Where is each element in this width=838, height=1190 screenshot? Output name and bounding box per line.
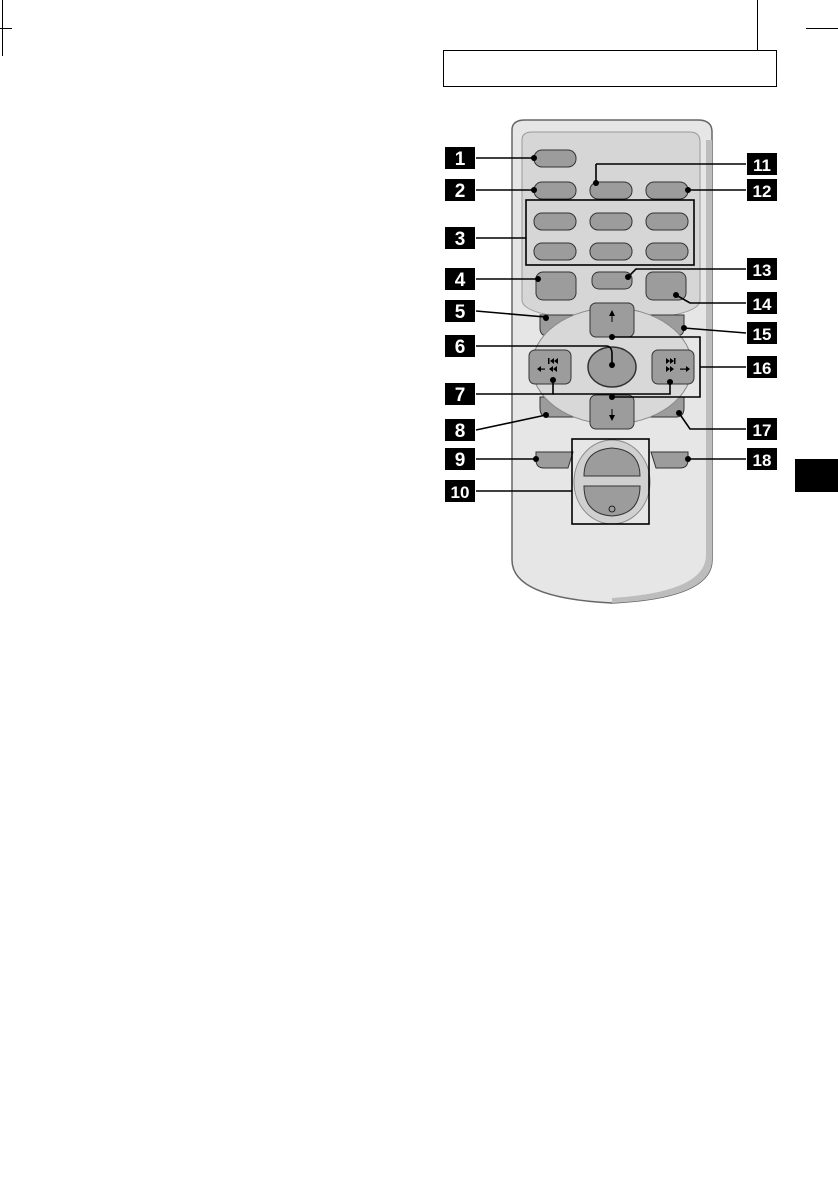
svg-text:11: 11 (753, 156, 771, 175)
preset-button[interactable] (590, 213, 632, 230)
preset-button[interactable] (534, 243, 576, 260)
callout-label: 8 (445, 419, 475, 442)
callout-label: 15 (747, 322, 777, 344)
svg-text:7: 7 (455, 385, 466, 406)
svg-text:1: 1 (455, 149, 466, 170)
callout-label: 10 (445, 480, 475, 502)
preset-button[interactable] (534, 213, 576, 230)
dpad-left-button[interactable] (529, 350, 571, 384)
svg-text:16: 16 (753, 359, 772, 378)
button-18[interactable] (651, 452, 688, 468)
button-12[interactable] (646, 182, 688, 199)
callout-label: 11 (747, 153, 777, 175)
callout-label: 6 (445, 335, 475, 358)
svg-text:18: 18 (753, 451, 772, 470)
svg-text:9: 9 (455, 450, 466, 471)
button-2[interactable] (534, 182, 576, 199)
callout-label: 4 (445, 268, 475, 291)
svg-text:2: 2 (455, 181, 466, 202)
callout-label: 5 (445, 300, 475, 323)
callout-label: 9 (445, 448, 475, 471)
svg-text:6: 6 (455, 337, 466, 358)
dpad-right-button[interactable] (652, 350, 694, 384)
preset-button[interactable] (646, 213, 688, 230)
button-13[interactable] (592, 272, 632, 289)
callout-label: 2 (445, 179, 475, 202)
preset-button[interactable] (590, 243, 632, 260)
svg-text:10: 10 (451, 483, 470, 502)
callout-label: 16 (747, 356, 777, 378)
svg-text:5: 5 (455, 302, 466, 323)
callout-label: 7 (445, 383, 475, 406)
button-14[interactable] (646, 272, 686, 300)
callout-label: 12 (747, 179, 777, 201)
callout-label: 1 (445, 147, 475, 170)
rocker-button-group (574, 440, 650, 524)
svg-text:12: 12 (753, 182, 772, 201)
button-1[interactable] (534, 150, 576, 167)
callout-label: 14 (747, 292, 777, 314)
svg-text:8: 8 (455, 421, 466, 442)
svg-text:15: 15 (753, 325, 772, 344)
callout-label: 17 (747, 418, 777, 440)
callout-label: 18 (747, 448, 777, 470)
button-4[interactable] (536, 272, 576, 300)
callout-label: 13 (747, 258, 777, 280)
svg-text:14: 14 (753, 295, 772, 314)
preset-button[interactable] (646, 243, 688, 260)
svg-text:4: 4 (455, 270, 466, 291)
svg-text:17: 17 (753, 421, 772, 440)
svg-text:3: 3 (455, 229, 466, 250)
callout-label: 3 (445, 227, 475, 250)
svg-text:13: 13 (753, 261, 772, 280)
button-9[interactable] (536, 452, 573, 468)
